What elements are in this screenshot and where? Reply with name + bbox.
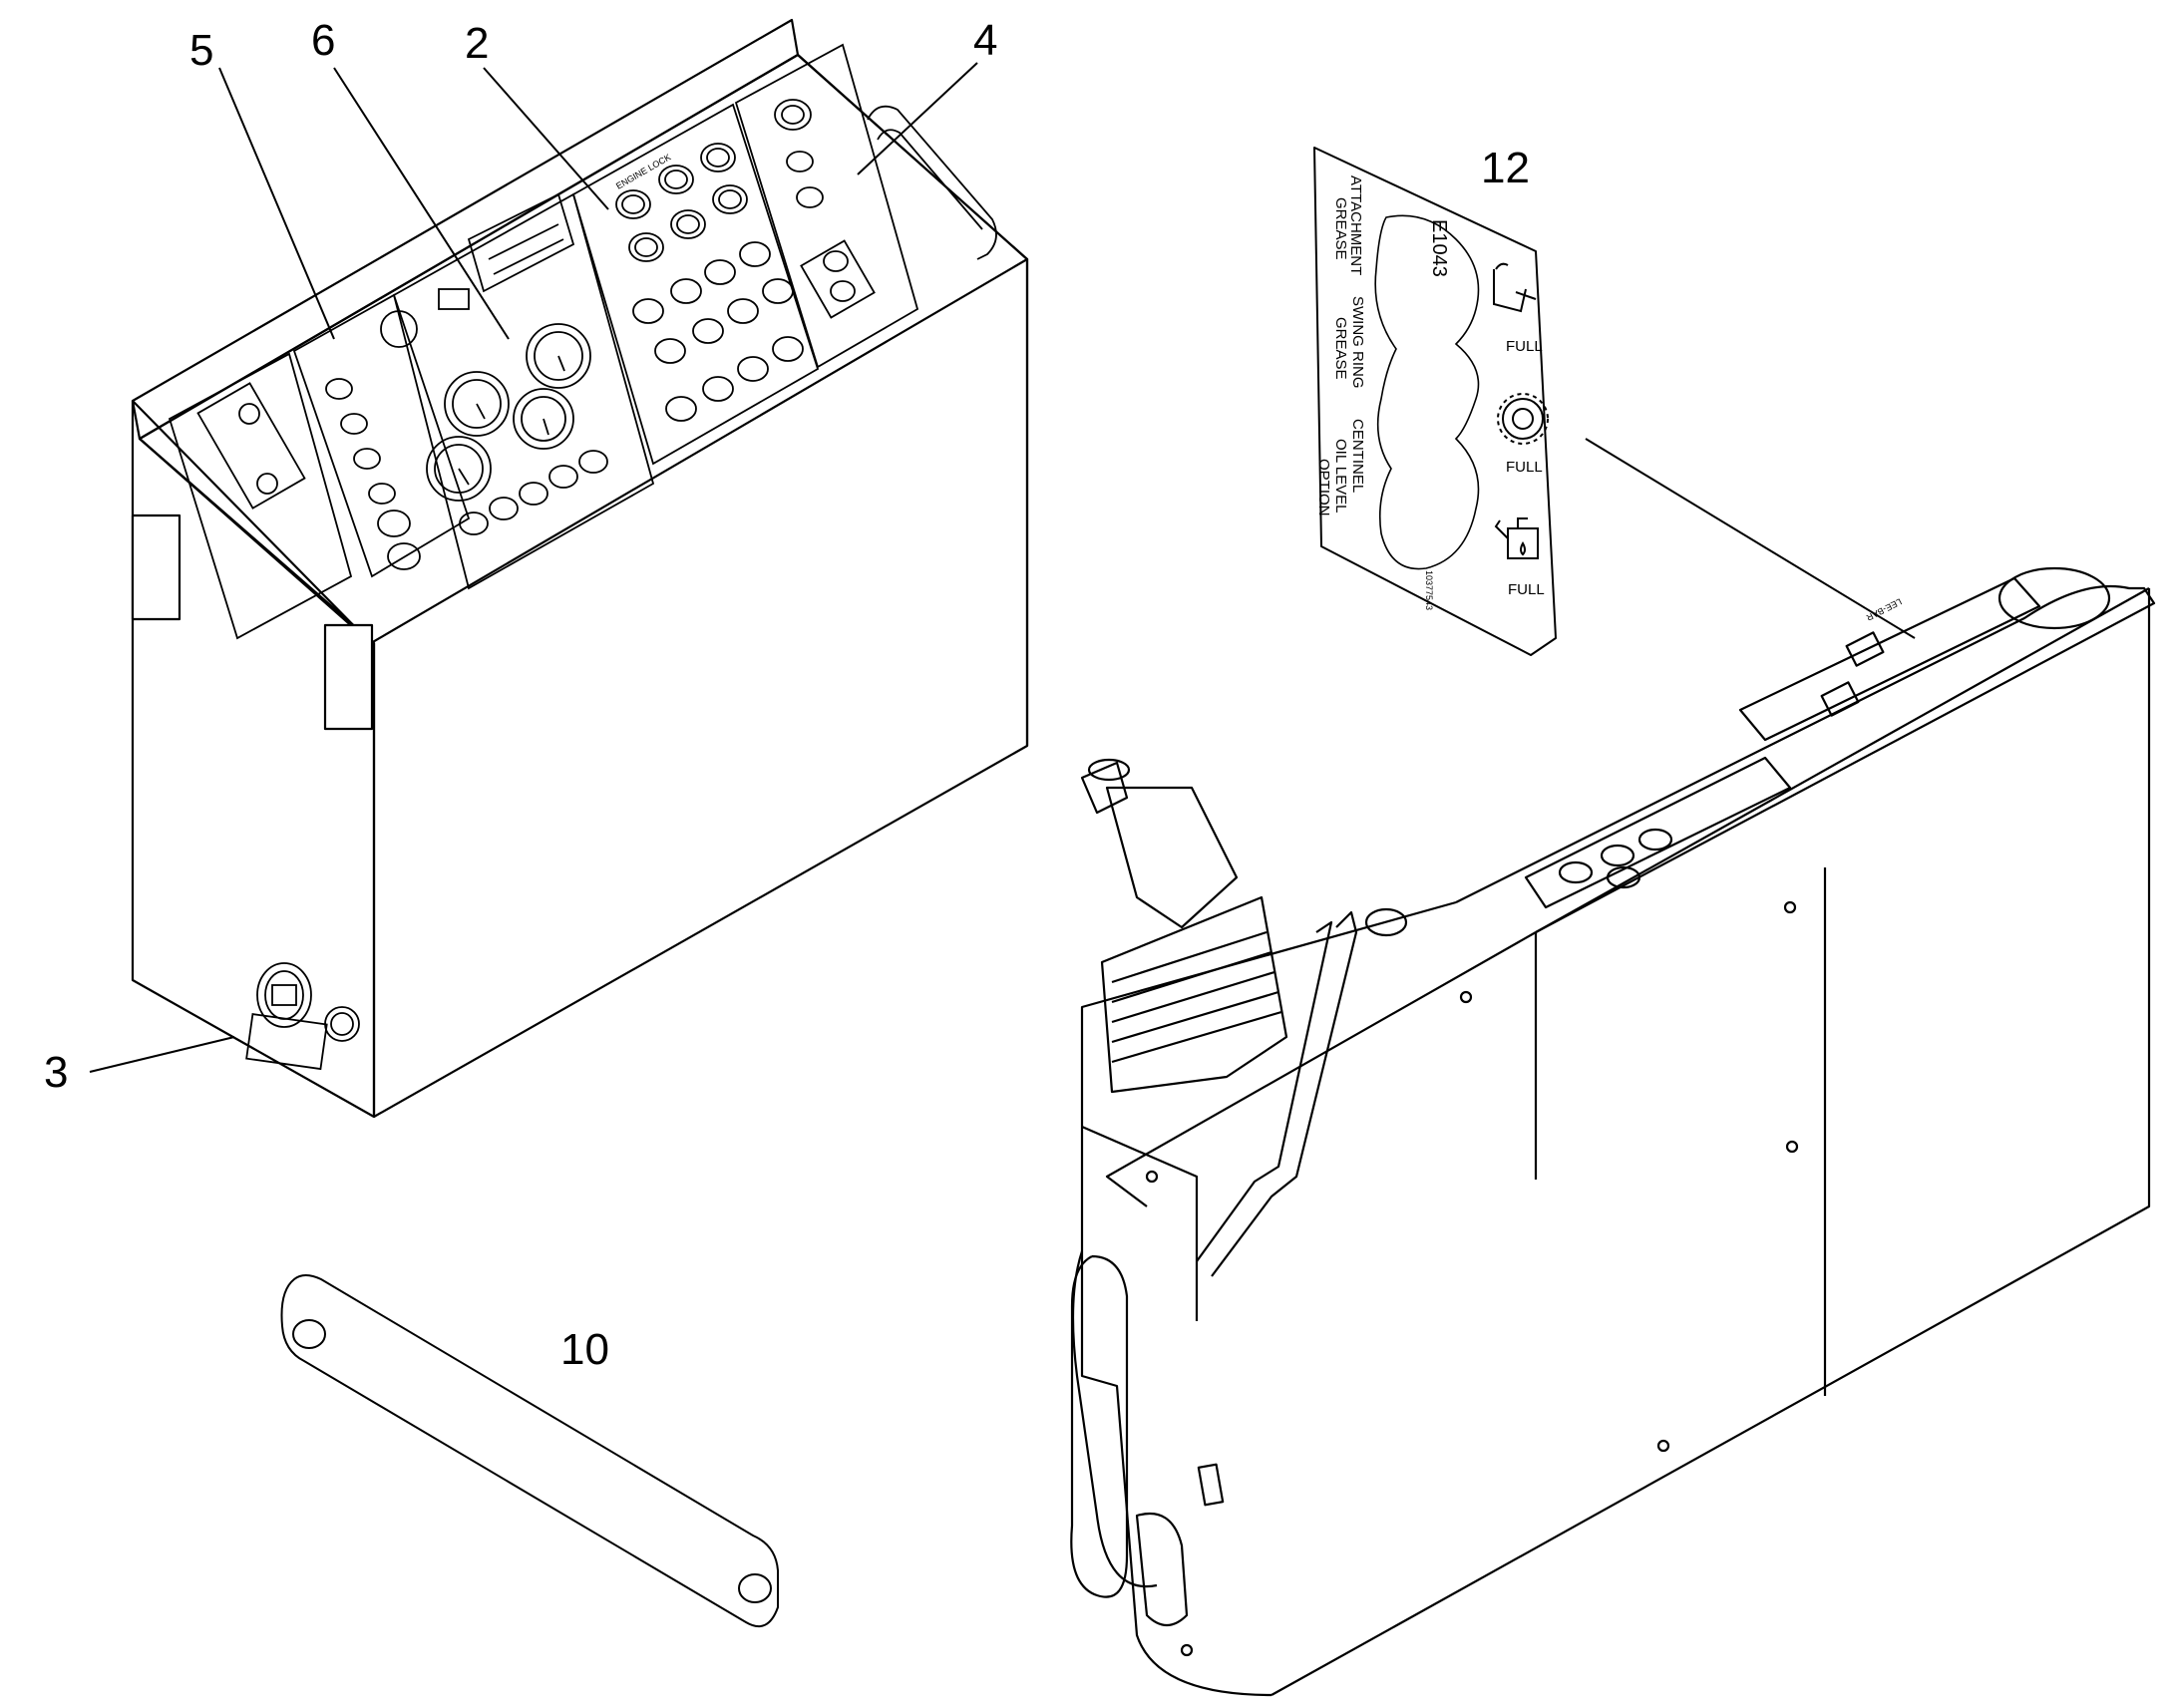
- attachment-icon: [1493, 262, 1537, 313]
- oil-can-icon: [1494, 517, 1539, 559]
- joystick-console: LEE-BAR: [1070, 566, 2156, 1697]
- swing-gear-icon: [1497, 393, 1549, 445]
- panel-item-2-buttons: ENGINE LOCK: [571, 103, 820, 466]
- decal-item-12: E1043 ATTACHMENT GREASE SWING RING GREAS…: [1313, 147, 1557, 656]
- panel-item-4: [734, 43, 997, 369]
- decal-row3-status: FULL: [1508, 581, 1545, 598]
- breaker-item-3: [245, 962, 360, 1071]
- decal-row3-line2: OIL LEVEL: [1332, 439, 1349, 513]
- callout-10: 10: [560, 1325, 609, 1374]
- decal-row1-line2: GREASE: [1332, 197, 1349, 260]
- decal-code: E1043: [1428, 219, 1450, 277]
- control-console: [131, 18, 1029, 1119]
- callout-12: 12: [1481, 144, 1530, 192]
- decal-row2-status: FULL: [1506, 459, 1543, 476]
- decal-row3-line3: OPTION: [1315, 459, 1332, 516]
- decal-row2-line1: SWING RING: [1349, 296, 1366, 389]
- leader-lines: [89, 62, 1916, 1073]
- decal-row1-status: FULL: [1506, 338, 1543, 355]
- callout-6: 6: [311, 16, 335, 65]
- callout-5: 5: [189, 26, 213, 75]
- callout-3: 3: [44, 1048, 68, 1097]
- panel-item-6-gauges: [380, 192, 655, 590]
- panel-left-switches: [168, 352, 353, 640]
- decal-row2-line2: GREASE: [1332, 317, 1349, 380]
- decal-row3-line1: CENTINEL: [1349, 419, 1366, 493]
- panel-item-5: [292, 293, 471, 578]
- gasket-item-10: [280, 1274, 779, 1627]
- decal-row1-line1: ATTACHMENT: [1347, 175, 1364, 275]
- callout-2: 2: [465, 19, 489, 68]
- callout-4: 4: [973, 16, 997, 65]
- decal-part-number: 10377543: [1424, 570, 1434, 610]
